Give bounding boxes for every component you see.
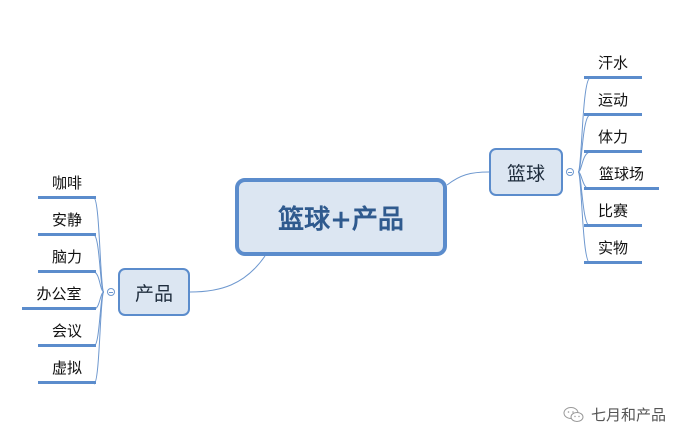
leaf-physical[interactable]: 实物 bbox=[584, 238, 642, 264]
leaf-office[interactable]: 办公室 bbox=[22, 284, 96, 310]
watermark: 七月和产品 bbox=[563, 404, 666, 425]
leaf-sweat[interactable]: 汗水 bbox=[584, 53, 642, 79]
root-topic-label: 篮球+产品 bbox=[278, 204, 404, 235]
leaf-court[interactable]: 篮球场 bbox=[584, 164, 659, 190]
leaf-meeting[interactable]: 会议 bbox=[38, 321, 96, 347]
collapse-toggle-left[interactable] bbox=[107, 288, 115, 296]
collapse-toggle-right[interactable] bbox=[566, 168, 574, 176]
wechat-icon bbox=[563, 406, 584, 422]
branch-product-label: 产品 bbox=[134, 282, 173, 305]
watermark-label: 七月和产品 bbox=[591, 406, 667, 424]
branch-product[interactable]: 产品 bbox=[118, 268, 190, 316]
root-topic[interactable]: 篮球+产品 bbox=[235, 178, 447, 256]
branch-basketball[interactable]: 篮球 bbox=[489, 148, 563, 196]
leaf-match[interactable]: 比赛 bbox=[584, 201, 642, 227]
leaf-virtual[interactable]: 虚拟 bbox=[38, 358, 96, 384]
leaf-quiet[interactable]: 安静 bbox=[38, 210, 96, 236]
branch-basketball-label: 篮球 bbox=[506, 162, 545, 185]
leaf-brainwork[interactable]: 脑力 bbox=[38, 247, 96, 273]
leaf-exercise[interactable]: 运动 bbox=[584, 90, 642, 116]
leaf-stamina[interactable]: 体力 bbox=[584, 127, 642, 153]
leaf-coffee[interactable]: 咖啡 bbox=[38, 173, 96, 199]
